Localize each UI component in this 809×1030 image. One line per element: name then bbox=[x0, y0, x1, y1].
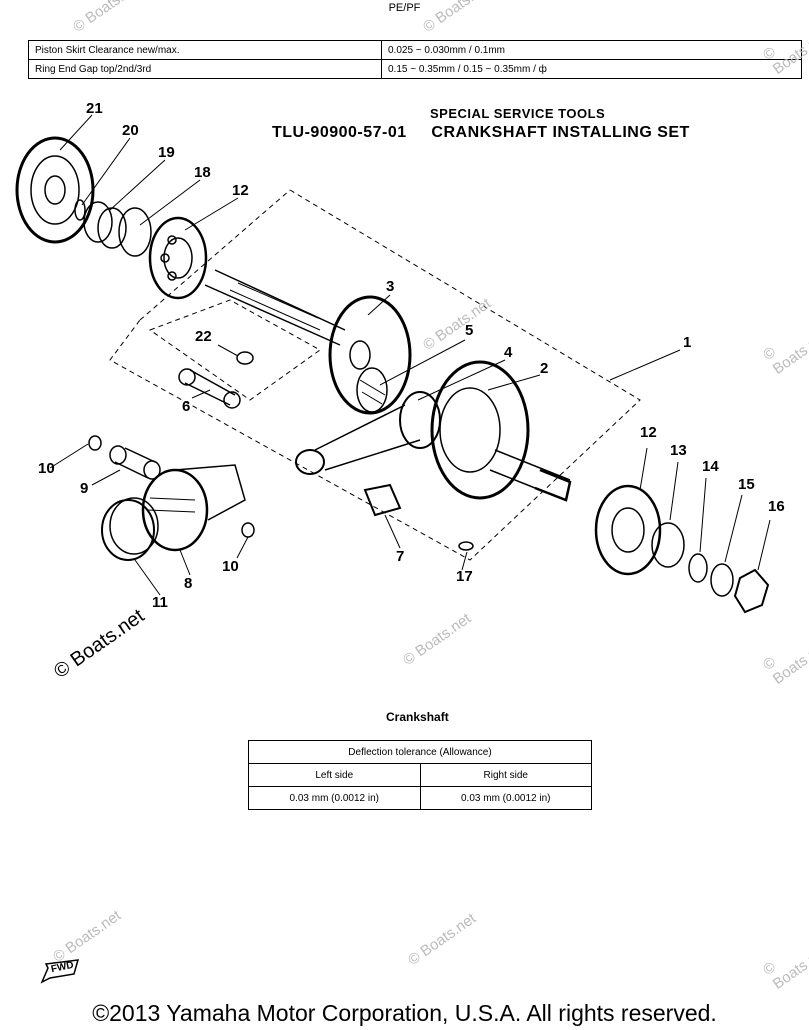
callout-12-right: 12 bbox=[640, 424, 657, 441]
deflection-table: Deflection tolerance (Allowance) Left si… bbox=[248, 740, 592, 810]
callout-20: 20 bbox=[122, 122, 139, 139]
callout-22: 22 bbox=[195, 328, 212, 345]
crankshaft-exploded-diagram bbox=[15, 114, 771, 614]
callout-5: 5 bbox=[465, 322, 474, 339]
table-row: Left side Right side bbox=[248, 763, 592, 787]
callout-12-left: 12 bbox=[232, 182, 249, 199]
callout-11: 11 bbox=[152, 594, 168, 611]
copyright-notice: ©2013 Yamaha Motor Corporation, U.S.A. A… bbox=[92, 1000, 717, 1026]
model-header: PE/PF bbox=[388, 2, 421, 14]
table-row: Piston Skirt Clearance new/max. 0.025 ~ … bbox=[28, 40, 802, 60]
callout-8: 8 bbox=[184, 575, 193, 592]
watermark: © Boats.net bbox=[760, 942, 809, 993]
callout-13: 13 bbox=[670, 442, 687, 459]
callout-21: 21 bbox=[86, 100, 103, 117]
table-row: 0.03 mm (0.0012 in) 0.03 mm (0.0012 in) bbox=[248, 786, 592, 810]
spec-value: 0.15 ~ 0.35mm / 0.15 ~ 0.35mm / ф bbox=[381, 59, 802, 79]
watermark: © Boats.net bbox=[405, 909, 480, 969]
tool-name: CRANKSHAFT INSTALLING SET bbox=[431, 124, 690, 141]
deflection-header: Deflection tolerance (Allowance) bbox=[248, 740, 592, 764]
callout-1: 1 bbox=[683, 334, 692, 351]
callout-7: 7 bbox=[396, 548, 405, 565]
callout-6: 6 bbox=[182, 398, 191, 415]
callout-17: 17 bbox=[456, 568, 473, 585]
deflection-right-value: 0.03 mm (0.0012 in) bbox=[419, 786, 592, 810]
callout-14: 14 bbox=[702, 458, 719, 475]
crankshaft-title: Crankshaft bbox=[386, 710, 449, 724]
column-header-right: Right side bbox=[419, 763, 592, 787]
callout-4: 4 bbox=[504, 344, 513, 361]
special-tool-line: TLU-90900-57-01 CRANKSHAFT INSTALLING SE… bbox=[272, 124, 690, 142]
table-row: Ring End Gap top/2nd/3rd 0.15 ~ 0.35mm /… bbox=[28, 59, 802, 79]
callout-9: 9 bbox=[80, 480, 89, 497]
fwd-arrow-icon: FWD bbox=[38, 958, 82, 984]
special-tools-heading: SPECIAL SERVICE TOOLS bbox=[430, 106, 606, 121]
callout-18: 18 bbox=[194, 164, 211, 181]
callout-15: 15 bbox=[738, 476, 755, 493]
spec-table: Piston Skirt Clearance new/max. 0.025 ~ … bbox=[28, 40, 802, 79]
callout-2: 2 bbox=[540, 360, 549, 377]
callout-10-left: 10 bbox=[38, 460, 55, 477]
callout-16: 16 bbox=[768, 498, 785, 515]
column-header-left: Left side bbox=[248, 763, 421, 787]
tool-part-number: TLU-90900-57-01 bbox=[272, 124, 407, 141]
callout-3: 3 bbox=[386, 278, 395, 295]
callout-19: 19 bbox=[158, 144, 175, 161]
callout-10-right: 10 bbox=[222, 558, 239, 575]
deflection-left-value: 0.03 mm (0.0012 in) bbox=[248, 786, 421, 810]
table-row: Deflection tolerance (Allowance) bbox=[248, 740, 592, 764]
